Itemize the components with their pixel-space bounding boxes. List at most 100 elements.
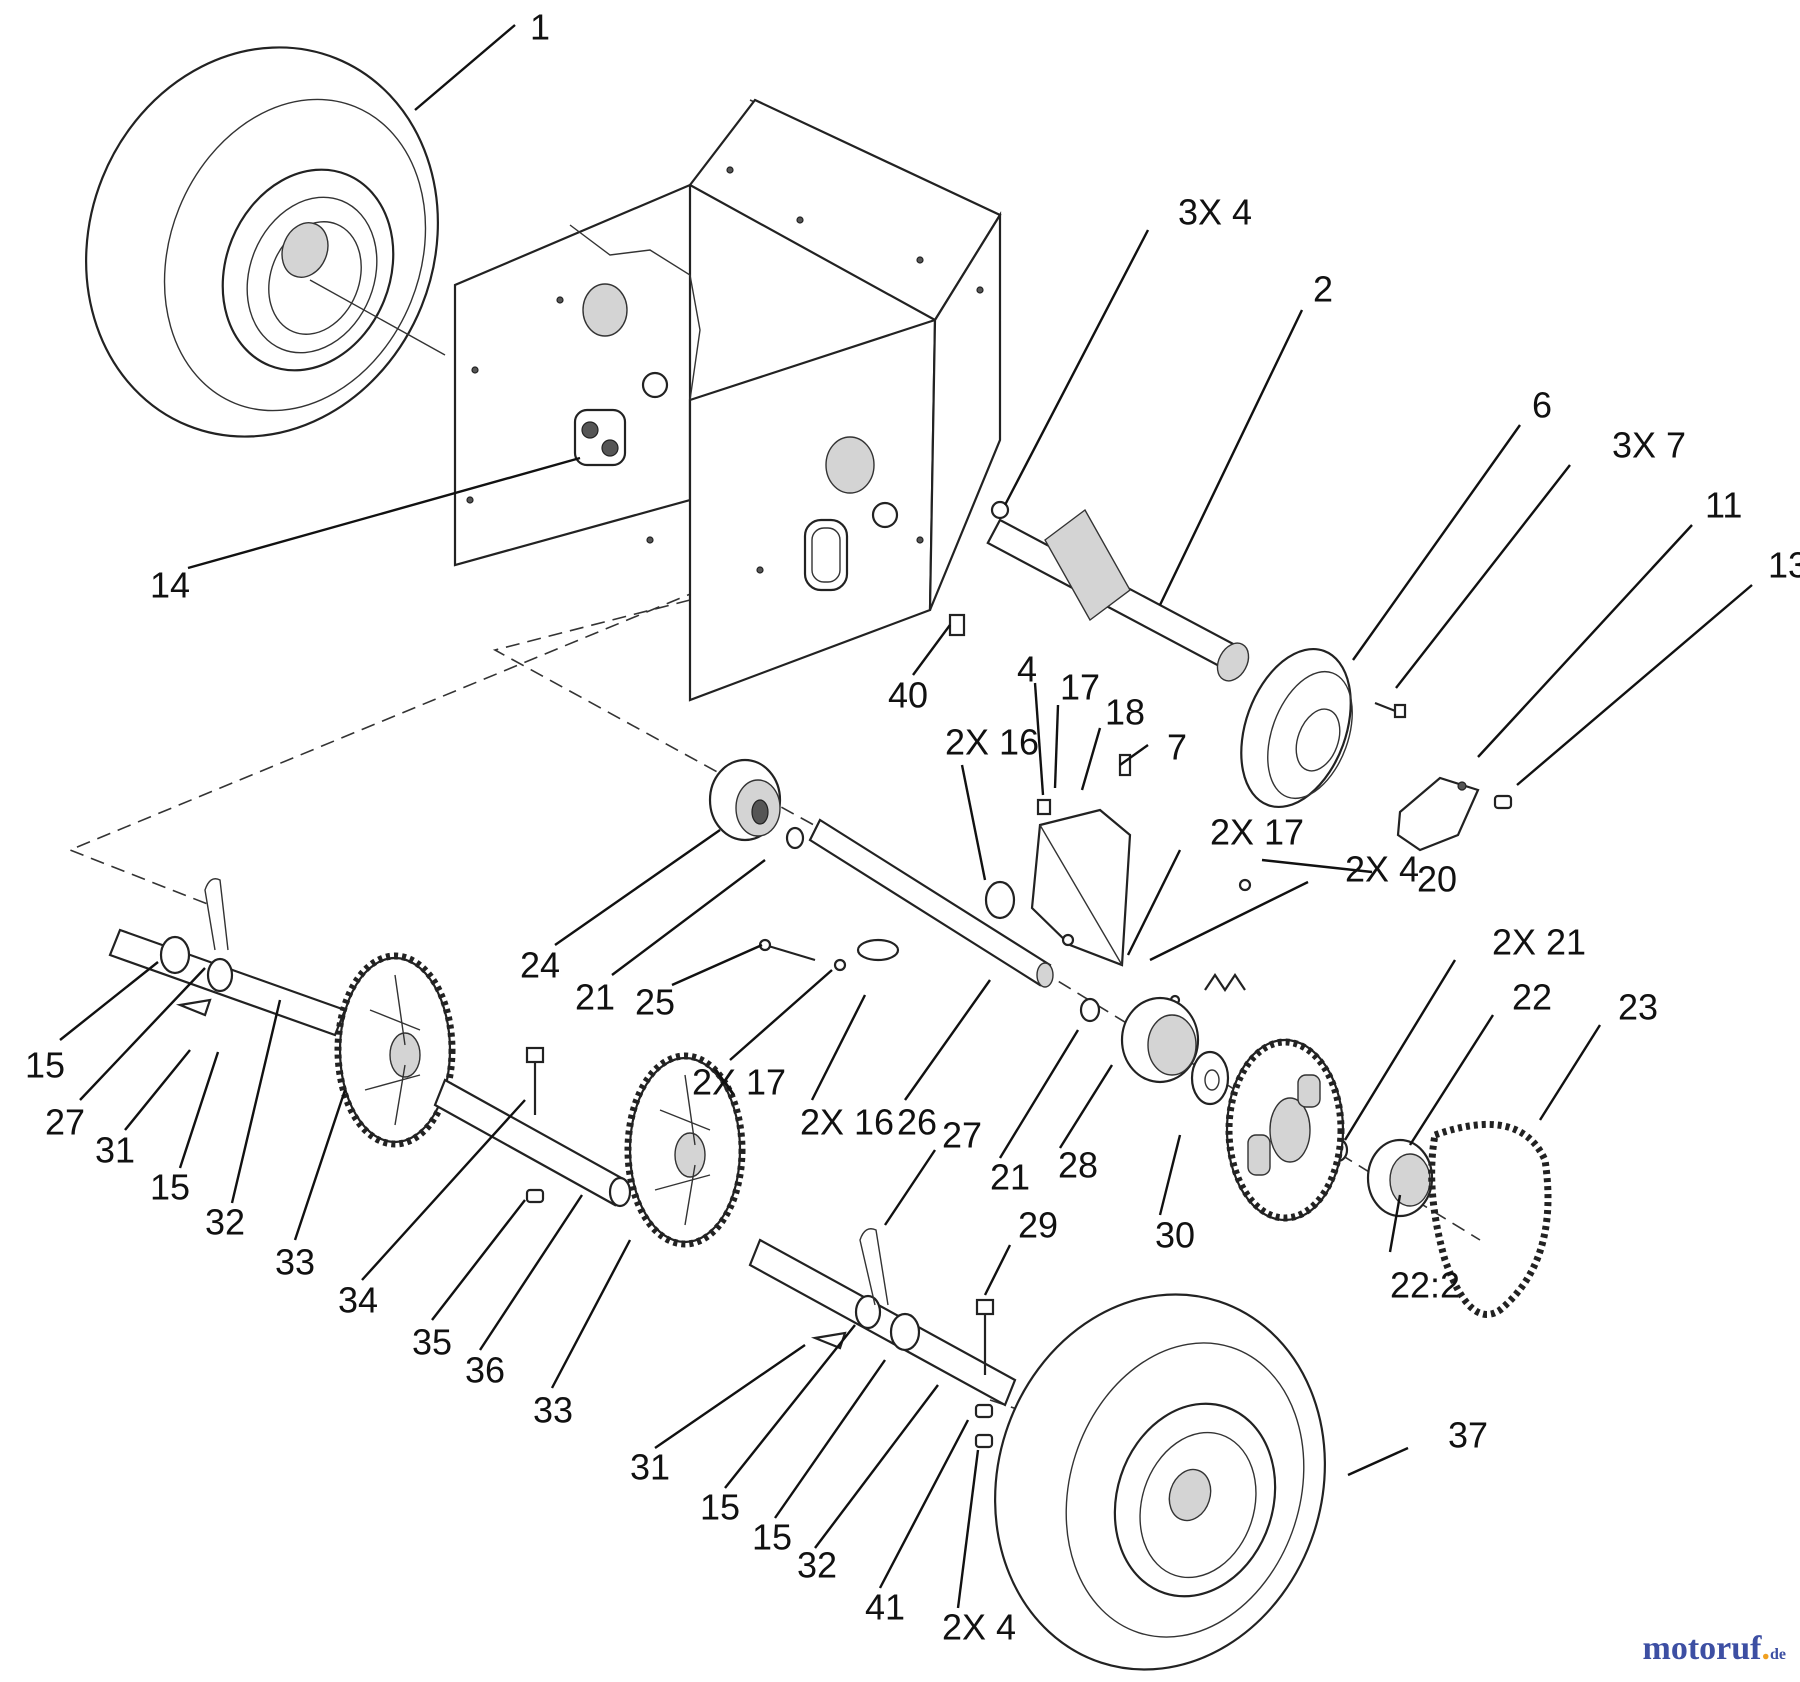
leader-line [878,1419,970,1589]
callout-label: 33 [275,1242,315,1283]
callout-label: 37 [1448,1415,1488,1456]
frame-housing [453,98,1002,702]
bolt-34 [525,1046,545,1115]
callout-label: 2X 16 [800,1102,894,1143]
leader-line [724,1324,856,1489]
callout-label: 35 [412,1322,452,1363]
leader-line [1003,229,1150,506]
nut-41 [974,1403,994,1449]
callout-label: 22:2 [1390,1265,1460,1306]
leader-line [187,456,581,570]
callout-label: 34 [338,1280,378,1321]
callout-label: 32 [205,1202,245,1243]
leader-line [611,859,766,976]
leader-line [124,1049,191,1131]
watermark-logo: motoruf.de [1643,1630,1786,1668]
callout-label: 13 [1768,545,1800,586]
hub-22 [1366,1138,1434,1218]
callout-label: 2X 16 [945,722,1039,763]
leader-line [1516,584,1753,786]
leader-line [1053,704,1060,789]
callout-label: 26 [897,1102,937,1143]
axle-32-left [108,928,347,1037]
chain-23 [1428,1120,1552,1318]
leader-line [554,829,721,946]
leader-line [1119,744,1149,766]
leader-line [1033,682,1045,796]
callout-label: 41 [865,1587,905,1628]
leader-line [983,1244,1012,1296]
callout-label: 21 [990,1157,1030,1198]
leader-line [361,1099,526,1281]
watermark-dot: . [1761,1630,1771,1667]
leader-line [1158,309,1304,606]
leader-line [1149,880,1309,962]
leader-line [1158,1134,1182,1216]
callout-label: 2X 4 [1345,849,1419,890]
bearing-24 [708,758,782,842]
callout-label: 15 [700,1487,740,1528]
leader-line [960,764,987,881]
leader-line [998,1029,1080,1159]
callout-label: 30 [1155,1215,1195,1256]
callout-label: 1 [530,7,550,48]
leader-line [293,1089,347,1241]
callout-label: 2 [1313,269,1333,310]
leader-line [178,1051,220,1169]
callout-label: 3X 7 [1612,425,1686,466]
shaft-36 [433,1078,632,1208]
nut-35 [525,1188,545,1204]
callout-label: 14 [150,565,190,606]
callout-label: 24 [520,945,560,986]
callout-label: 27 [45,1102,85,1143]
bolt-3x7 [1374,701,1407,719]
callout-label: 32 [797,1545,837,1586]
axle-32-right [748,1238,1017,1407]
callout-label: 17 [1060,667,1100,708]
leader-line [1388,1194,1402,1253]
callout-label: 22 [1512,977,1552,1018]
callout-label: 11 [1705,485,1742,526]
leader-lines [59,24,1753,1609]
callout-label: 2X 17 [1210,812,1304,853]
callout-label: 27 [942,1115,982,1156]
leader-line [904,979,991,1101]
callout-label: 21 [575,977,615,1018]
leader-line [230,999,282,1204]
leader-line [478,1194,584,1351]
gear-33-right [624,1052,746,1248]
callout-label: 3X 4 [1178,192,1252,233]
leader-line [912,624,951,676]
bolt-13 [1493,794,1513,810]
callout-label: 7 [1167,727,1187,768]
leader-line [810,994,867,1101]
leader-line [1352,424,1521,661]
callout-label: 2X 4 [942,1607,1016,1648]
callout-label: 2X 17 [692,1062,786,1103]
wheel-37 [994,1293,1326,1671]
leader-line [1058,1064,1114,1149]
leader-line [59,961,159,1041]
callout-label: 4 [1017,649,1037,690]
cover-plate-11 [1396,776,1480,852]
watermark-suffix: de [1770,1646,1786,1663]
leader-line [1408,1014,1495,1146]
wheel-1 [85,46,446,438]
leader-line [729,969,833,1061]
hairpin-27-right [859,1228,889,1306]
nut-3x4 [990,500,1010,520]
leader-line [884,1149,936,1226]
hairpin-27-left [204,878,229,951]
leader-line [1080,727,1102,791]
hub-28 [1120,996,1200,1084]
pin-25 [758,938,816,962]
callout-label: 36 [465,1350,505,1391]
callout-label: 31 [630,1447,670,1488]
leader-line [1395,464,1571,689]
callout-label: 23 [1618,987,1658,1028]
leader-line [1261,858,1373,874]
callout-label: 20 [1417,859,1457,900]
key-31-left [175,998,212,1017]
